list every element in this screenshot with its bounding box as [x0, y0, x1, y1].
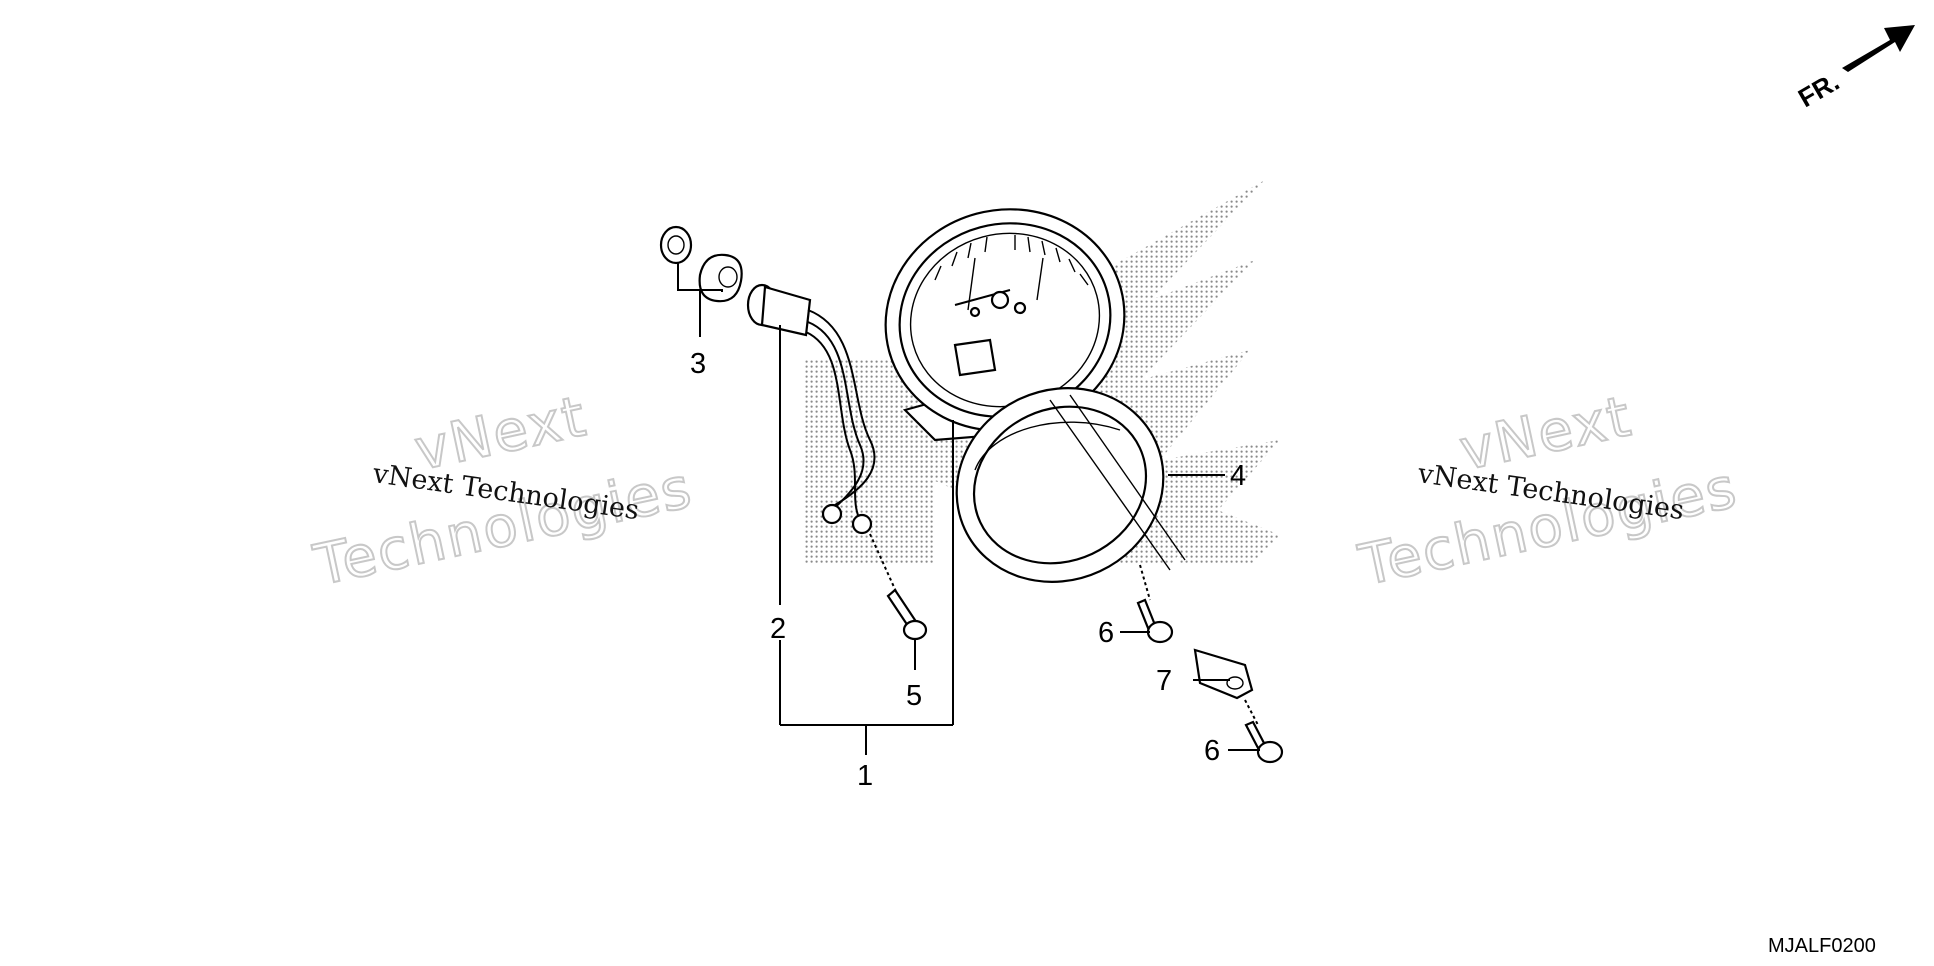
- callout-7: 7: [1156, 665, 1172, 697]
- callout-6-lower: 6: [1204, 735, 1220, 767]
- front-direction-indicator: FR.: [1793, 25, 1915, 113]
- diagram-code: MJALF0200: [1768, 935, 1876, 957]
- arrow-right-icon: [1842, 25, 1915, 72]
- part-7-bracket: [1193, 648, 1254, 700]
- part-6-bolt-lower: [1244, 699, 1284, 764]
- callout-5: 5: [906, 680, 922, 712]
- leader-lines: [677, 262, 1260, 755]
- callout-1: 1: [857, 760, 873, 792]
- callout-3: 3: [690, 348, 706, 380]
- part-6-bolt-upper: [1136, 564, 1174, 644]
- callout-labels: 1 2 3 4 5 6 7 6: [690, 348, 1246, 792]
- part-5-screw: [869, 533, 928, 641]
- part-4-meter-case: [955, 387, 1186, 583]
- callout-2: 2: [770, 613, 786, 645]
- part-2-socket-harness: [746, 283, 876, 535]
- callout-4: 4: [1230, 460, 1246, 492]
- callout-6-upper: 6: [1098, 617, 1114, 649]
- gauge-tick-marks: [934, 235, 1089, 311]
- watermark-left: vNext Technologies vNext Technologies: [307, 383, 699, 600]
- watermark-right: vNext Technologies vNext Technologies: [1352, 383, 1744, 600]
- front-label: FR.: [1793, 66, 1844, 113]
